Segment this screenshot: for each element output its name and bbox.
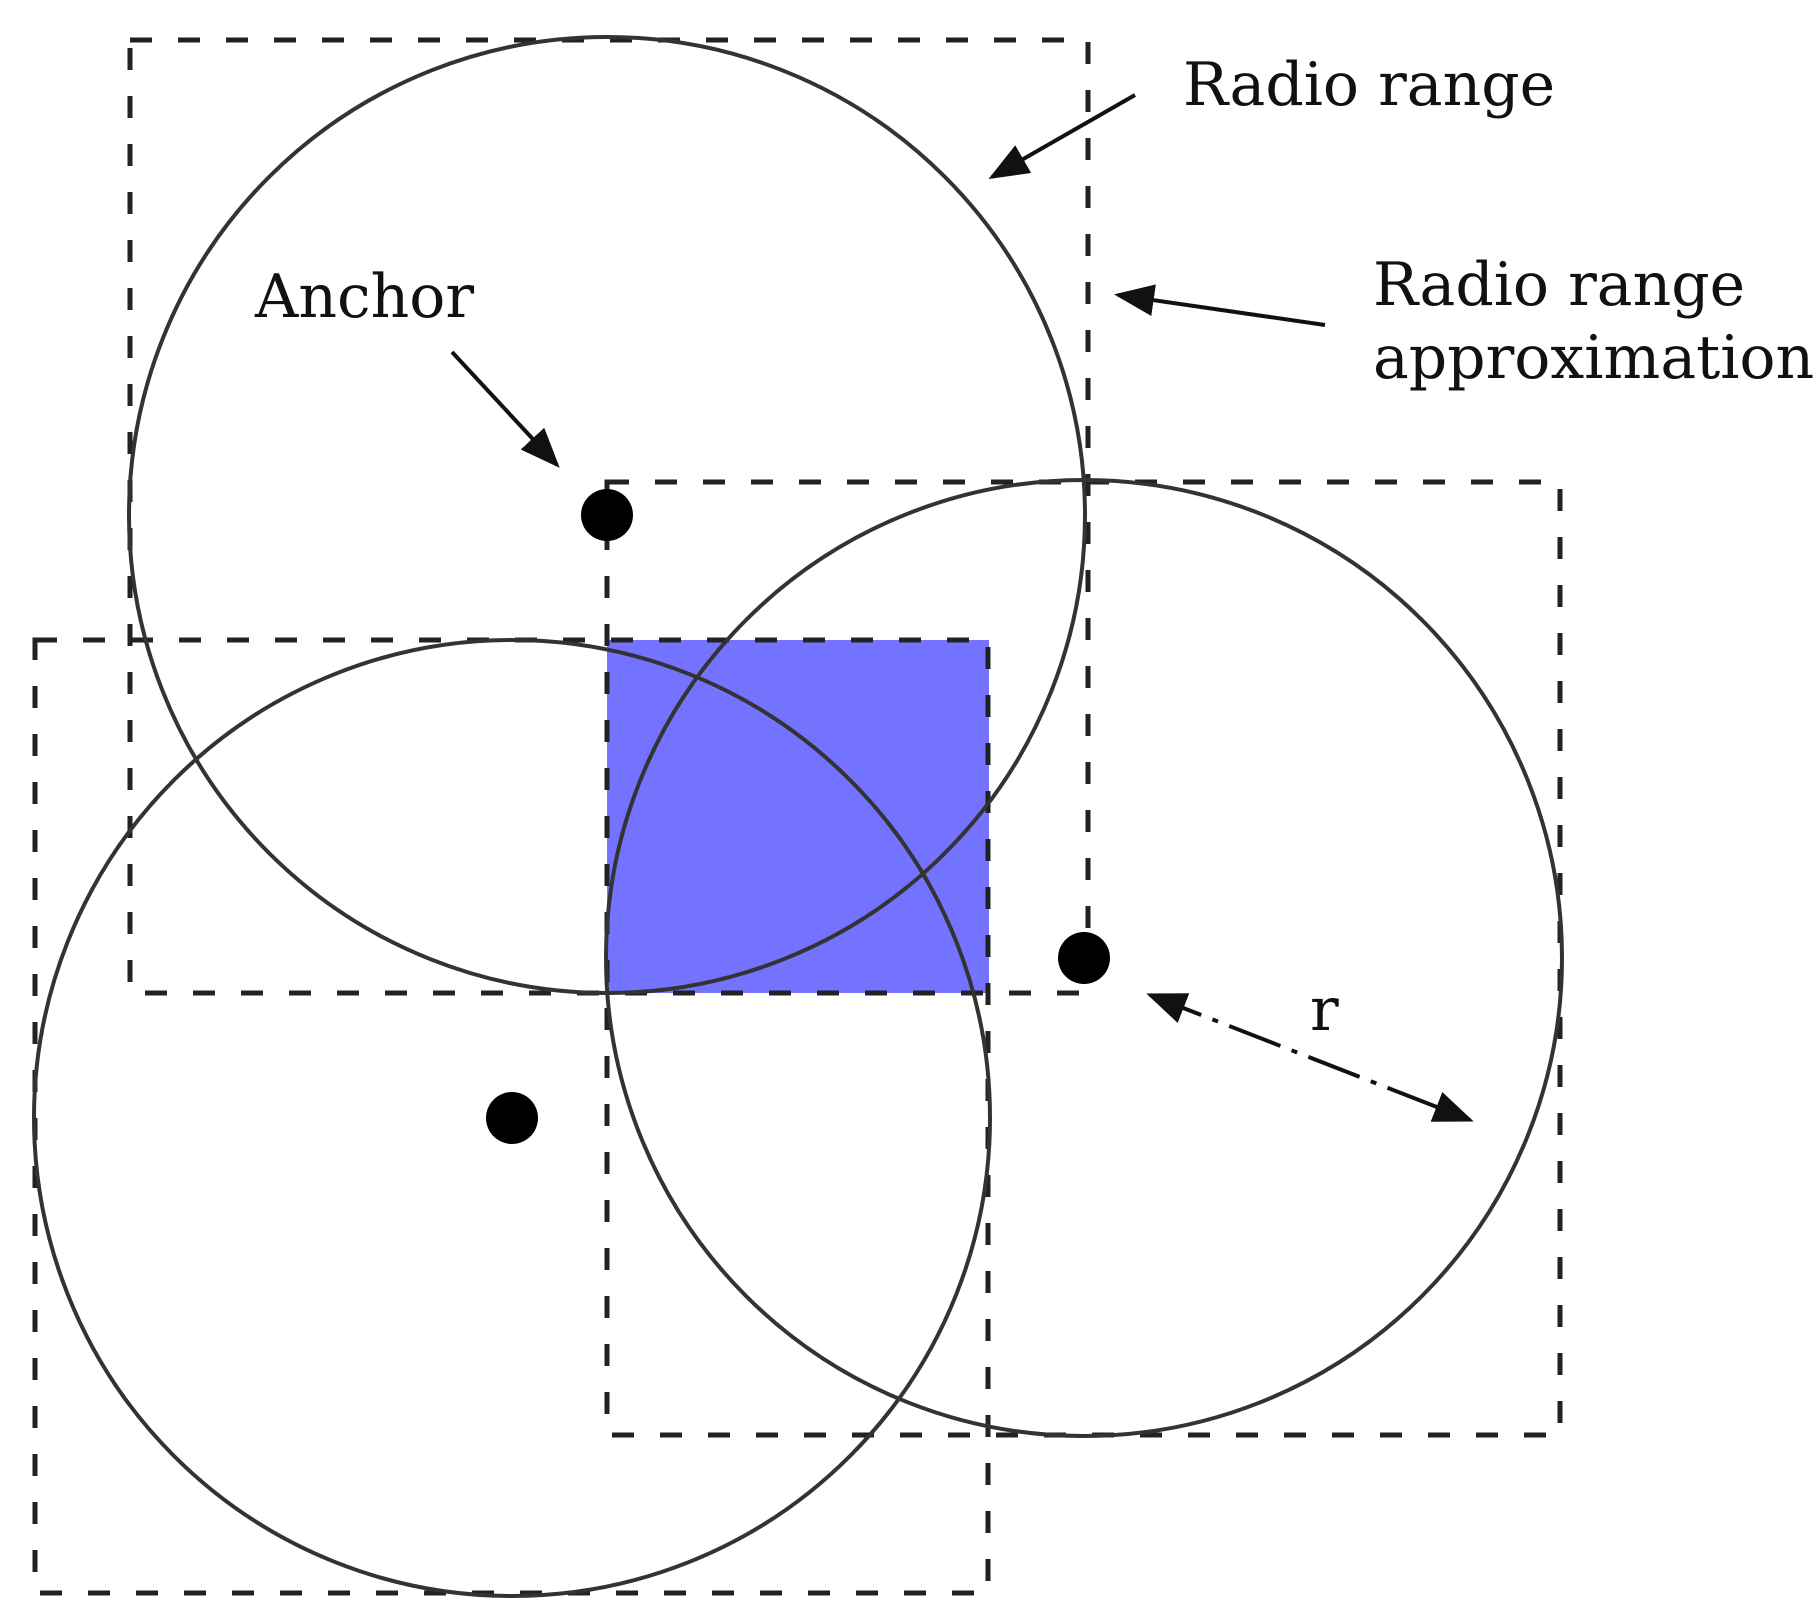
- pointer-arrows: [450, 93, 1474, 1122]
- intersection-region: [607, 640, 989, 993]
- anchor-node-left: [486, 1092, 538, 1144]
- radio-range-approximation-arrow: [1114, 284, 1326, 327]
- anchor-node-top: [581, 489, 633, 541]
- radio-range-circle-left: [32, 638, 992, 1598]
- radius-label: r: [1310, 975, 1339, 1045]
- radio-range-approximation-label-line2: approximation: [1373, 323, 1814, 393]
- anchor-node-right: [1058, 932, 1110, 984]
- radio-range-approximation-label-line1: Radio range: [1373, 250, 1745, 320]
- anchor-nodes: [486, 489, 1110, 1144]
- anchor-arrow: [450, 350, 560, 468]
- radio-range-circles: [32, 35, 1564, 1598]
- radio-range-label: Radio range: [1183, 50, 1555, 120]
- radio-range-circle-right: [604, 478, 1564, 1438]
- radio-range-arrow: [988, 93, 1136, 179]
- radius-arrow: [1146, 993, 1474, 1122]
- anchor-label: Anchor: [254, 262, 474, 332]
